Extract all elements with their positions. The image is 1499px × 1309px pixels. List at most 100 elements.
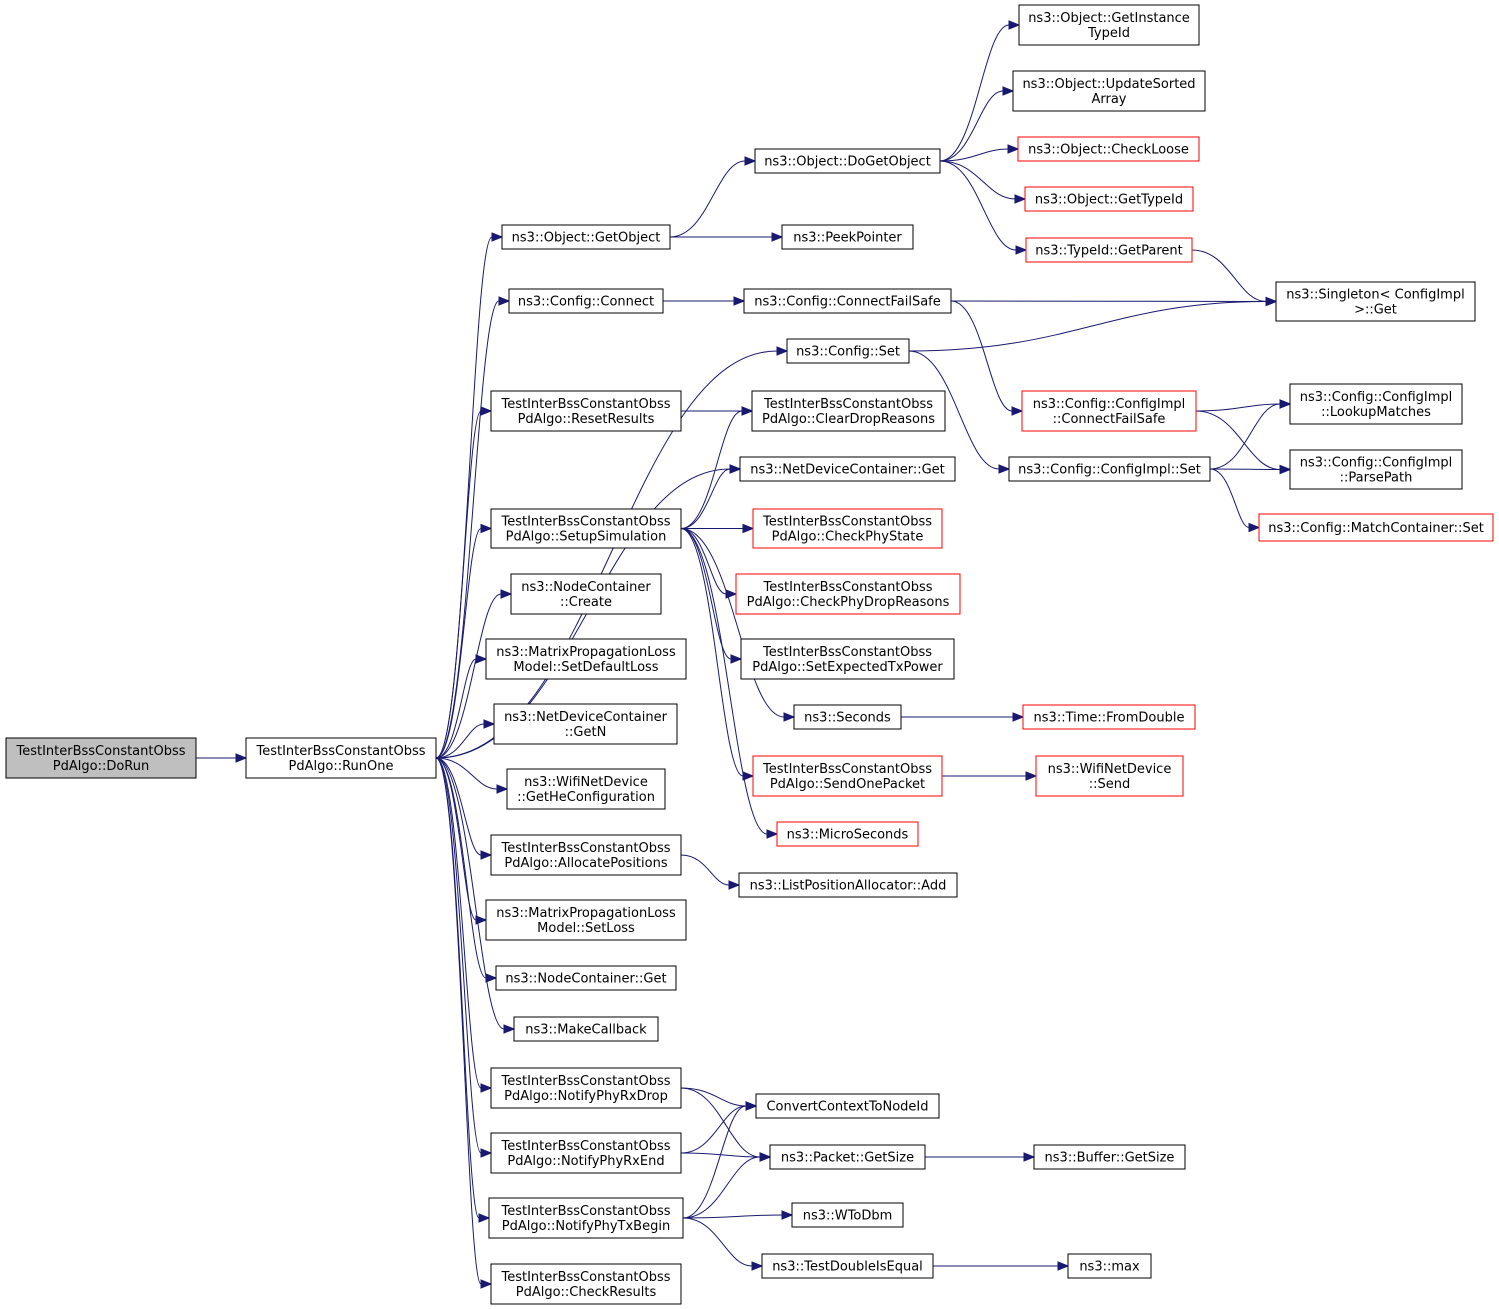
function-node-makeCb[interactable]: ns3::MakeCallback [513, 1016, 659, 1042]
call-edge-runOne-to-makeCb [435, 757, 505, 1030]
call-arrow-pktGetSize-to-bufGetSize [1023, 1152, 1036, 1162]
function-node-mcSet[interactable]: ns3::Config::MatchContainer::Set [1258, 513, 1494, 542]
call-arrow-runOne-to-setupSim [480, 523, 493, 534]
call-arrow-doGetObject-to-checkLoose [1007, 144, 1020, 154]
function-node-convertCtx[interactable]: ConvertContextToNodeId [755, 1093, 940, 1119]
node-box [751, 390, 946, 432]
node-box [513, 1016, 659, 1042]
call-edge-setupSim-to-ndcGet [680, 468, 731, 529]
node-box [1022, 704, 1196, 730]
function-node-notifyTxBegin[interactable]: TestInterBssConstantObssPdAlgo::NotifyPh… [488, 1197, 684, 1239]
call-edge-runOne-to-resetResults [435, 410, 482, 759]
function-node-bufGetSize[interactable]: ns3::Buffer::GetSize [1033, 1144, 1186, 1170]
function-node-ndcGetN[interactable]: ns3::NetDeviceContainer::GetN [493, 703, 678, 745]
function-node-peekPointer[interactable]: ns3::PeekPointer [781, 224, 914, 250]
node-label: PdAlgo::NotifyPhyTxBegin [502, 1219, 670, 1234]
call-edge-cimplSet-to-lookupMatches [1209, 403, 1281, 470]
function-node-setupSim[interactable]: TestInterBssConstantObssPdAlgo::SetupSim… [490, 508, 682, 549]
node-label: ns3::MatrixPropagationLoss [496, 645, 676, 660]
node-box [1024, 186, 1194, 212]
node-label: PdAlgo::NotifyPhyRxEnd [507, 1154, 664, 1169]
function-node-ncGet[interactable]: ns3::NodeContainer::Get [495, 965, 677, 991]
function-node-checkLoose[interactable]: ns3::Object::CheckLoose [1017, 136, 1200, 162]
node-label: TestInterBssConstantObss [500, 1204, 670, 1219]
node-box [488, 1197, 684, 1239]
function-node-cimplConnectFS[interactable]: ns3::Config::ConfigImpl::ConnectFailSafe [1021, 390, 1197, 432]
call-edge-setupSim-to-seconds [680, 528, 785, 718]
call-arrow-cfgSet-to-singletonGet [1265, 296, 1278, 307]
function-node-ncCreate[interactable]: ns3::NodeContainer::Create [510, 573, 662, 615]
call-arrow-runOne-to-allocPos [480, 850, 493, 860]
function-node-microSeconds[interactable]: ns3::MicroSeconds [776, 821, 919, 847]
function-node-notifyRxEnd[interactable]: TestInterBssConstantObssPdAlgo::NotifyPh… [490, 1132, 682, 1174]
function-node-testDbl[interactable]: ns3::TestDoubleIsEqual [761, 1253, 934, 1279]
function-node-allocPos[interactable]: TestInterBssConstantObssPdAlgo::Allocate… [490, 834, 682, 876]
function-node-cfgSet[interactable]: ns3::Config::Set [786, 338, 910, 364]
function-node-wifiSend[interactable]: ns3::WifiNetDevice::Send [1035, 755, 1184, 797]
call-edge-runOne-to-ndcGetN [435, 723, 485, 759]
call-edge-cimplSet-to-mcSet [1209, 468, 1250, 528]
function-node-doGetObject[interactable]: ns3::Object::DoGetObject [754, 148, 941, 174]
function-node-lookupMatches[interactable]: ns3::Config::ConfigImpl::LookupMatches [1289, 383, 1463, 425]
node-label: ns3::Singleton< ConfigImpl [1286, 288, 1464, 303]
node-label: PdAlgo::SendOnePacket [770, 777, 925, 792]
function-node-sendOne[interactable]: TestInterBssConstantObssPdAlgo::SendOneP… [752, 755, 943, 797]
node-label: TestInterBssConstantObss [500, 397, 670, 412]
function-node-cimplSet[interactable]: ns3::Config::ConfigImpl::Set [1008, 456, 1211, 482]
node-label: ns3::MatrixPropagationLoss [496, 906, 676, 921]
node-label: ns3::WToDbm [803, 1209, 893, 1224]
call-arrow-sendOne-to-wifiSend [1025, 771, 1038, 781]
node-box [738, 872, 958, 898]
function-node-clearDrop[interactable]: TestInterBssConstantObssPdAlgo::ClearDro… [751, 390, 946, 432]
node-label: TestInterBssConstantObss [762, 580, 932, 595]
call-arrow-notifyTxBegin-to-wToDbm [781, 1210, 794, 1220]
node-box [1021, 390, 1197, 432]
call-arrow-testDbl-to-max [1057, 1261, 1070, 1271]
node-label: ns3::Packet::GetSize [781, 1151, 914, 1166]
node-label: TestInterBssConstantObss [762, 515, 932, 530]
function-node-resetResults[interactable]: TestInterBssConstantObssPdAlgo::ResetRes… [490, 390, 682, 432]
function-node-setExpTx[interactable]: TestInterBssConstantObssPdAlgo::SetExpec… [740, 638, 955, 680]
function-node-mplSetDefault[interactable]: ns3::MatrixPropagationLossModel::SetDefa… [485, 638, 687, 680]
node-box [245, 737, 437, 779]
call-arrow-notifyTxBegin-to-testDbl [751, 1261, 764, 1271]
call-edge-runOne-to-notifyRxEnd [435, 757, 482, 1154]
function-node-lpaAdd[interactable]: ns3::ListPositionAllocator::Add [738, 872, 958, 898]
function-node-checkResults[interactable]: TestInterBssConstantObssPdAlgo::CheckRes… [490, 1263, 682, 1305]
function-node-singletonGet[interactable]: ns3::Singleton< ConfigImpl>::Get [1275, 281, 1476, 322]
function-node-checkPhyDrop[interactable]: TestInterBssConstantObssPdAlgo::CheckPhy… [735, 573, 961, 615]
call-arrow-getObject-to-peekPointer [771, 232, 784, 242]
function-node-getObject[interactable]: ns3::Object::GetObject [501, 224, 671, 250]
node-box [769, 1144, 926, 1170]
node-box [493, 703, 678, 745]
node-box [490, 1067, 682, 1109]
function-node-timeFromDouble[interactable]: ns3::Time::FromDouble [1022, 704, 1196, 730]
function-node-getTypeId[interactable]: ns3::Object::GetTypeId [1024, 186, 1194, 212]
function-node-parsePath[interactable]: ns3::Config::ConfigImpl::ParsePath [1289, 449, 1463, 490]
function-node-seconds[interactable]: ns3::Seconds [793, 704, 902, 730]
node-box [1033, 1144, 1186, 1170]
node-label: TestInterBssConstantObss [763, 397, 933, 412]
function-node-wToDbm[interactable]: ns3::WToDbm [791, 1202, 904, 1228]
function-node-notifyRxDrop[interactable]: TestInterBssConstantObssPdAlgo::NotifyPh… [490, 1067, 682, 1109]
function-node-wifiGetHe[interactable]: ns3::WifiNetDevice::GetHeConfiguration [506, 768, 666, 810]
function-node-tidGetParent[interactable]: ns3::TypeId::GetParent [1025, 237, 1193, 263]
function-node-max[interactable]: ns3::max [1067, 1253, 1152, 1279]
function-node-connectFailSafe[interactable]: ns3::Config::ConnectFailSafe [743, 288, 952, 314]
node-label: TestInterBssConstantObss [500, 1270, 670, 1285]
call-arrow-setupSim-to-checkPhyDrop [725, 589, 738, 599]
node-label: ns3::NodeContainer::Get [505, 972, 666, 987]
function-node-checkPhyState[interactable]: TestInterBssConstantObssPdAlgo::CheckPhy… [752, 508, 943, 549]
node-label: PdAlgo::ClearDropReasons [762, 412, 935, 427]
call-edge-cfgSet-to-singletonGet [908, 301, 1267, 352]
call-edge-runOne-to-ncCreate [435, 593, 502, 759]
function-node-ndcGet[interactable]: ns3::NetDeviceContainer::Get [739, 456, 956, 482]
function-node-cfgConnect[interactable]: ns3::Config::Connect [508, 288, 664, 314]
call-arrow-notifyTxBegin-to-convertCtx [745, 1101, 758, 1111]
call-edge-cimplSet-to-parsePath [1209, 468, 1281, 470]
function-node-pktGetSize[interactable]: ns3::Packet::GetSize [769, 1144, 926, 1170]
